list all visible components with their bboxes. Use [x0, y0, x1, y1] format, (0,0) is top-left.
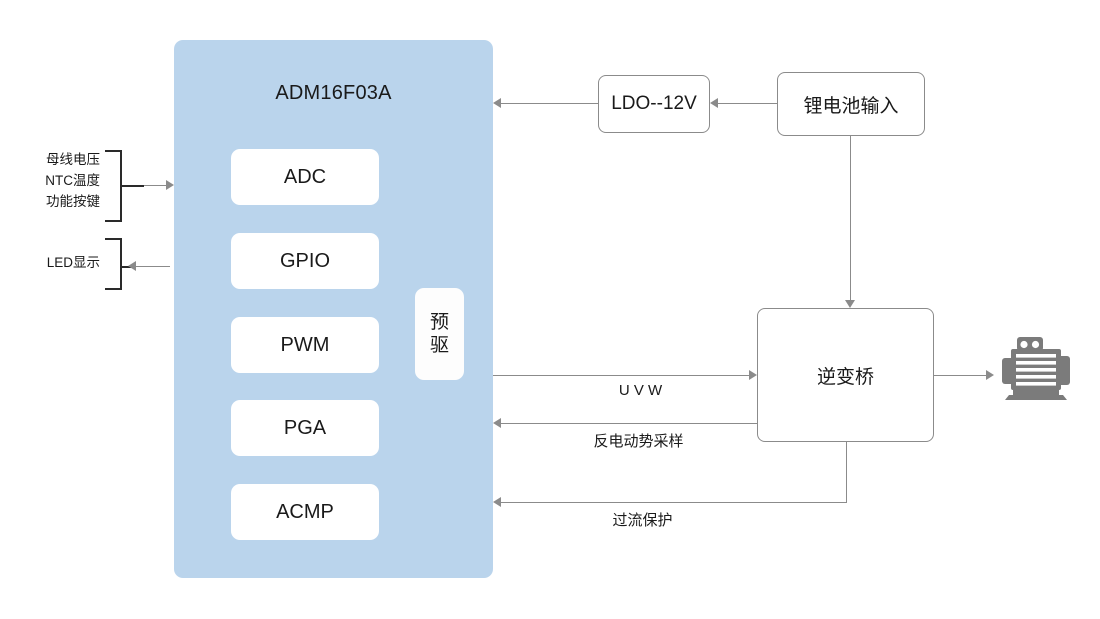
inverter-to-motor-line: [934, 375, 986, 376]
mcu-block-adc-label: ADC: [283, 165, 327, 188]
input-group-bracket: [105, 150, 122, 222]
led-arrow-line: [136, 266, 170, 267]
over-current-drop-line: [846, 442, 847, 503]
battery-input-label: 锂电池输入: [803, 95, 899, 117]
input-signal-bus-voltage: 母线电压: [46, 152, 100, 167]
led-arrow-head: [128, 261, 136, 271]
mcu-block-pga-label: PGA: [283, 416, 327, 439]
battery-to-inverter-arrowhead: [845, 300, 855, 308]
ldo-box: LDO--12V: [598, 75, 710, 133]
input-arrow-stub: [122, 185, 144, 187]
input-signal-group: 母线电压 NTC温度 功能按键: [0, 150, 100, 213]
inverter-bridge-box: 逆变桥: [757, 308, 934, 442]
input-signal-ntc-temperature: NTC温度: [45, 172, 100, 188]
battery-to-inverter-line: [850, 136, 851, 300]
ldo-label: LDO--12V: [611, 93, 697, 114]
back-emf-line: [501, 423, 757, 424]
input-signal-function-key: 功能按键: [46, 193, 100, 209]
mcu-block-adc: ADC: [231, 149, 379, 205]
motor-icon: [1000, 334, 1072, 402]
back-emf-arrowhead: [493, 418, 501, 428]
inverter-bridge-label: 逆变桥: [816, 366, 874, 388]
output-signal-led-display: LED显示: [46, 255, 100, 270]
input-arrow-line: [144, 185, 166, 186]
mcu-block-gpio-label: GPIO: [279, 249, 330, 272]
uvw-label: U V W: [618, 382, 663, 399]
ldo-to-mcu-line: [501, 103, 598, 104]
mcu-title: ADM16F03A: [275, 82, 392, 104]
output-group-bracket: [105, 238, 122, 290]
uvw-arrowhead: [749, 370, 757, 380]
mcu-block-pga: PGA: [231, 400, 379, 456]
mcu-block-pwm: PWM: [231, 317, 379, 373]
predriver-label-line2: 驱: [429, 335, 449, 356]
ldo-to-mcu-arrowhead: [493, 98, 501, 108]
battery-to-ldo-line: [718, 103, 777, 104]
uvw-line: [493, 375, 749, 376]
mcu-block-acmp-label: ACMP: [276, 500, 334, 523]
mcu-block-pwm-label: PWM: [280, 333, 330, 356]
predriver-label-line1: 预: [429, 311, 449, 333]
over-current-arrowhead: [493, 497, 501, 507]
mcu-block-gpio: GPIO: [231, 233, 379, 289]
over-current-label: 过流保护: [612, 512, 673, 529]
input-arrow-head: [166, 180, 174, 190]
over-current-line: [501, 502, 847, 503]
back-emf-label: 反电动势采样: [593, 433, 684, 450]
output-signal-group: LED显示: [0, 253, 100, 274]
mcu-block-predriver: 预 驱: [415, 288, 464, 380]
inverter-to-motor-arrowhead: [986, 370, 994, 380]
battery-to-ldo-arrowhead: [710, 98, 718, 108]
battery-input-box: 锂电池输入: [777, 72, 925, 136]
mcu-block-acmp: ACMP: [231, 484, 379, 540]
